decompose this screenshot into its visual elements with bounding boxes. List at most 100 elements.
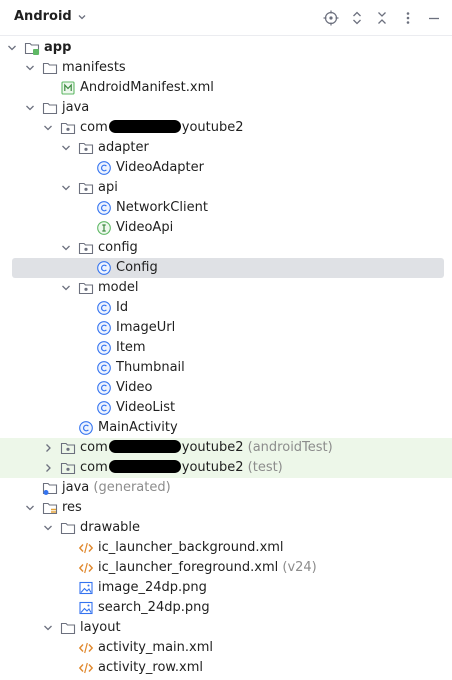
tree-node[interactable]: activity_main.xml xyxy=(0,638,452,658)
tree-node[interactable]: java (generated) xyxy=(0,478,452,498)
chevron-right-icon[interactable] xyxy=(42,442,54,454)
tree-node-label: manifests xyxy=(62,60,126,76)
chevron-down-icon[interactable] xyxy=(60,242,72,254)
node-name: activity_main.xml xyxy=(98,640,214,655)
tree-node-label: Id xyxy=(116,300,128,316)
class-icon xyxy=(96,400,112,416)
chevron-down-icon[interactable] xyxy=(6,42,18,54)
tree-node[interactable]: Thumbnail xyxy=(0,358,452,378)
tree-node[interactable]: layout xyxy=(0,618,452,638)
tree-node[interactable]: VideoApi xyxy=(0,218,452,238)
redaction-bar xyxy=(108,440,181,453)
tree-node-label: Item xyxy=(116,340,146,356)
package-icon xyxy=(60,440,76,456)
node-name: Id xyxy=(116,300,129,315)
tree-node-label: api xyxy=(98,180,118,196)
chevron-down-icon[interactable] xyxy=(24,102,36,114)
package-name-prefix: com xyxy=(80,440,108,455)
package-name-suffix: youtube2 xyxy=(181,440,244,455)
tree-node[interactable]: manifests xyxy=(0,58,452,78)
folder-icon xyxy=(42,100,58,116)
chevron-down-icon[interactable] xyxy=(42,622,54,634)
module-icon xyxy=(24,40,40,56)
tree-node[interactable]: Config xyxy=(0,258,452,278)
tree-node-label: VideoApi xyxy=(116,220,173,236)
class-icon xyxy=(96,200,112,216)
tree-node[interactable]: NetworkClient xyxy=(0,198,452,218)
expand-all-icon[interactable] xyxy=(348,9,366,27)
tree-node-label: VideoList xyxy=(116,400,175,416)
tree-node-label: app xyxy=(44,40,71,56)
tree-node[interactable]: AndroidManifest.xml xyxy=(0,78,452,98)
class-icon xyxy=(96,260,112,276)
node-name: NetworkClient xyxy=(116,200,208,215)
tree-node[interactable]: config xyxy=(0,238,452,258)
chevron-down-icon[interactable] xyxy=(42,122,54,134)
tree-node[interactable]: adapter xyxy=(0,138,452,158)
manifest-icon xyxy=(60,80,76,96)
tree-node[interactable]: res xyxy=(0,498,452,518)
package-name-suffix: youtube2 xyxy=(181,460,244,475)
package-name-prefix: com xyxy=(80,460,108,475)
tree-node[interactable]: java xyxy=(0,98,452,118)
tree-node[interactable]: model xyxy=(0,278,452,298)
more-icon[interactable] xyxy=(399,9,417,27)
node-name: Thumbnail xyxy=(116,360,185,375)
redaction-bar xyxy=(108,120,181,133)
package-icon xyxy=(78,240,94,256)
node-qualifier: (androidTest) xyxy=(243,440,333,455)
tree-node[interactable]: VideoAdapter xyxy=(0,158,452,178)
tree-node[interactable]: api xyxy=(0,178,452,198)
chevron-down-icon[interactable] xyxy=(24,62,36,74)
xml-icon xyxy=(78,660,94,676)
tree-node-label: MainActivity xyxy=(98,420,178,436)
node-name: res xyxy=(62,500,82,515)
folder-icon xyxy=(60,520,76,536)
node-name: model xyxy=(98,280,139,295)
redaction-bar xyxy=(108,460,181,473)
chevron-down-icon[interactable] xyxy=(42,522,54,534)
collapse-all-icon[interactable] xyxy=(373,9,391,27)
chevron-down-icon[interactable] xyxy=(24,502,36,514)
res-folder-icon xyxy=(42,500,58,516)
project-view-selector[interactable]: Android xyxy=(14,9,88,24)
tree-node-label: activity_main.xml xyxy=(98,640,213,656)
tree-node[interactable]: ic_launcher_foreground.xml (v24) xyxy=(0,558,452,578)
chevron-right-icon[interactable] xyxy=(42,462,54,474)
tree-node[interactable]: com youtube2 (test) xyxy=(0,458,452,478)
tree-node-label: com youtube2 (androidTest) xyxy=(80,440,333,456)
tree-node[interactable]: ic_launcher_background.xml xyxy=(0,538,452,558)
node-name: adapter xyxy=(98,140,149,155)
tree-node[interactable]: activity_row.xml xyxy=(0,658,452,678)
tree-node-label: Config xyxy=(116,260,158,276)
tree-node[interactable]: image_24dp.png xyxy=(0,578,452,598)
tree-node-label: Thumbnail xyxy=(116,360,185,376)
locate-icon[interactable] xyxy=(322,9,340,27)
tree-node[interactable]: Item xyxy=(0,338,452,358)
tree-node-label: ic_launcher_foreground.xml (v24) xyxy=(98,560,317,576)
tree-node[interactable]: MainActivity xyxy=(0,418,452,438)
image-icon xyxy=(78,580,94,596)
tree-node-label: Video xyxy=(116,380,152,396)
chevron-down-icon[interactable] xyxy=(60,182,72,194)
tree-node[interactable]: search_24dp.png xyxy=(0,598,452,618)
node-name: Item xyxy=(116,340,146,355)
node-qualifier: (test) xyxy=(243,460,283,475)
node-name: app xyxy=(44,40,72,55)
node-name: VideoAdapter xyxy=(116,160,204,175)
hide-icon[interactable] xyxy=(425,9,443,27)
tree-node[interactable]: ImageUrl xyxy=(0,318,452,338)
tree-node-label: VideoAdapter xyxy=(116,160,204,176)
tree-node[interactable]: com youtube2 (androidTest) xyxy=(0,438,452,458)
tree-node[interactable]: Video xyxy=(0,378,452,398)
class-icon xyxy=(78,420,94,436)
chevron-down-icon[interactable] xyxy=(60,282,72,294)
tree-node[interactable]: VideoList xyxy=(0,398,452,418)
tree-node-label: activity_row.xml xyxy=(98,660,203,676)
tree-node[interactable]: Id xyxy=(0,298,452,318)
class-icon xyxy=(96,160,112,176)
tree-node[interactable]: app xyxy=(0,38,452,58)
chevron-down-icon[interactable] xyxy=(60,142,72,154)
tree-node[interactable]: drawable xyxy=(0,518,452,538)
